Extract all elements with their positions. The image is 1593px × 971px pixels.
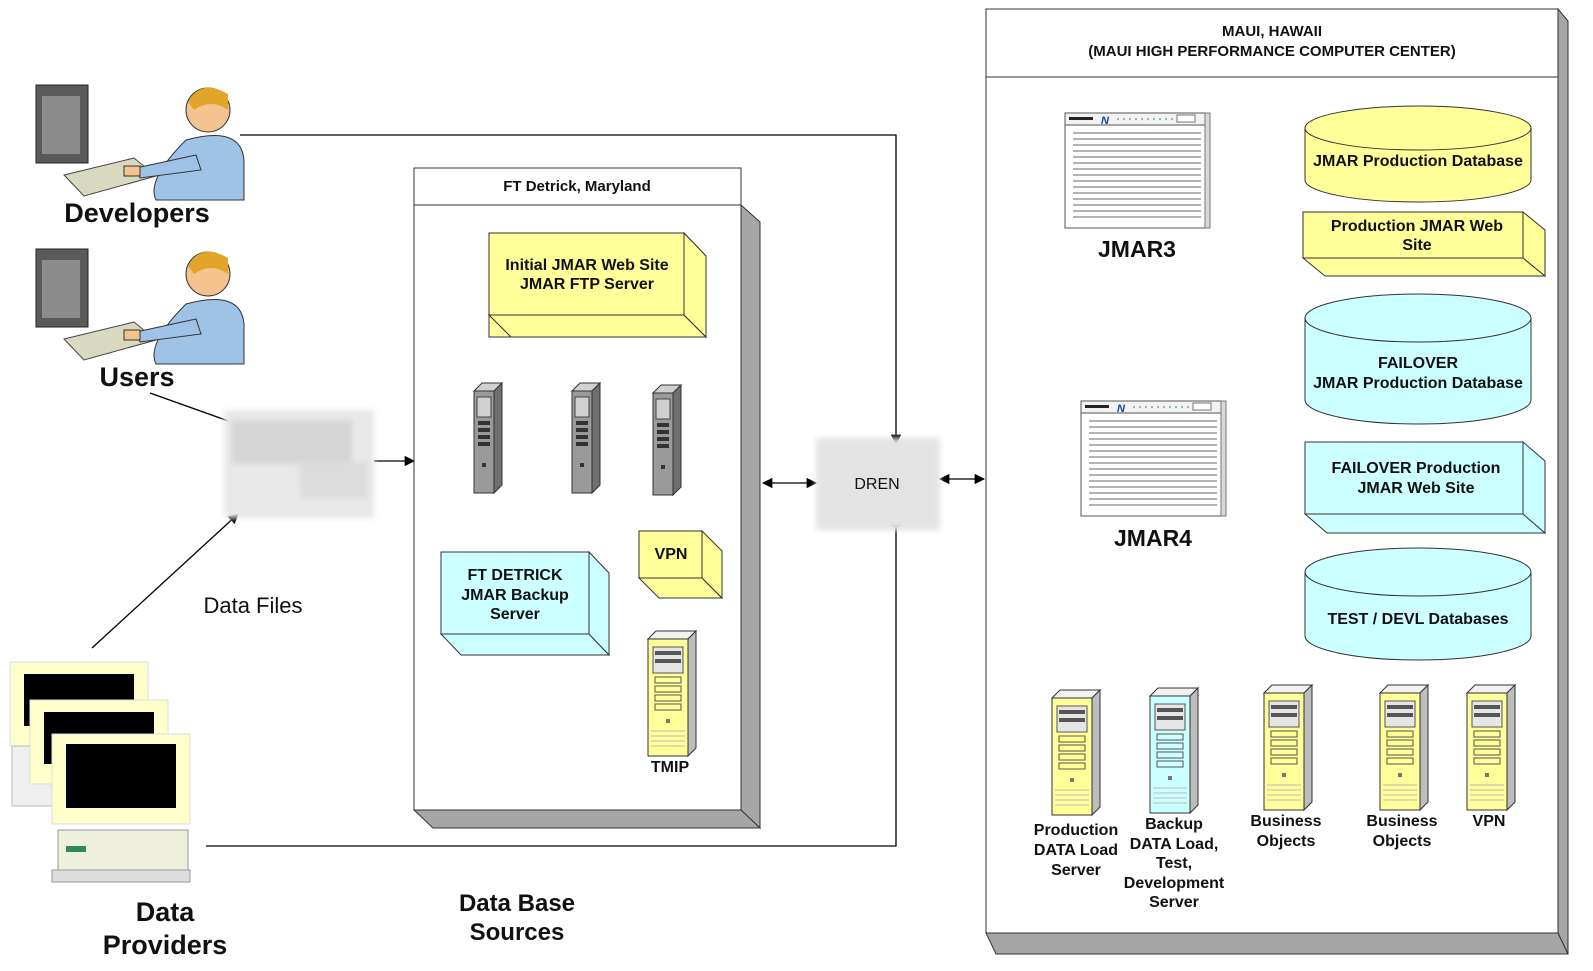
maui-vpn-server-icon	[1466, 684, 1516, 811]
tmip-label: TMIP	[651, 759, 690, 776]
svg-text:Development: Development	[1124, 875, 1225, 892]
ft-detrick-backup-box	[439, 550, 611, 657]
failover-database-label-1: FAILOVER	[1378, 355, 1458, 372]
svg-text:Objects: Objects	[1257, 833, 1316, 850]
svg-text:VPN: VPN	[1473, 813, 1506, 830]
jmar4-rack-icon	[1080, 400, 1227, 517]
data-files-label: Data Files	[203, 593, 302, 618]
tmip-server-icon	[647, 630, 697, 757]
svg-text:Server: Server	[1051, 862, 1101, 879]
svg-text:Backup: Backup	[1145, 816, 1203, 833]
ft-detrick-server-2-icon	[571, 382, 601, 494]
maui-title-1: MAUI, HAWAII	[1222, 23, 1322, 40]
ft-detrick-title: FT Detrick, Maryland	[503, 178, 651, 195]
production-web-site-label-1: Production JMAR Web	[1331, 218, 1503, 235]
failover-web-site-box	[1303, 440, 1547, 535]
svg-text:Objects: Objects	[1373, 833, 1432, 850]
initial-web-site-box	[487, 231, 708, 339]
data-providers-label-2: Providers	[103, 930, 228, 960]
database-sources-label-1: Data Base	[459, 890, 575, 917]
maui-vpn-label: VPN	[1473, 813, 1506, 830]
svg-text:Server: Server	[1149, 894, 1199, 911]
business-objects-server-1-icon	[1263, 684, 1313, 811]
initial-web-site-label-1: Initial JMAR Web Site	[505, 257, 668, 274]
failover-web-site-label-1: FAILOVER Production	[1332, 460, 1501, 477]
production-web-site-label-2: Site	[1402, 237, 1431, 254]
dren-cloud	[816, 438, 940, 530]
production-database-icon	[1304, 105, 1532, 203]
production-database-label: JMAR Production Database	[1313, 153, 1523, 170]
failover-web-site-label-2: JMAR Web Site	[1357, 480, 1474, 497]
business-objects-1-label: Business Objects	[1250, 813, 1321, 850]
test-devl-database-label: TEST / DEVL Databases	[1327, 611, 1508, 628]
failover-database-label-2: JMAR Production Database	[1313, 375, 1523, 392]
jmar3-rack-icon	[1064, 112, 1211, 229]
data-providers-label-1: Data	[136, 897, 196, 927]
users-label: Users	[99, 362, 174, 392]
jmar4-label: JMAR4	[1114, 525, 1192, 551]
dren-label: DREN	[854, 476, 899, 493]
ft-detrick-server-3-icon	[652, 384, 682, 496]
svg-text:Business: Business	[1366, 813, 1437, 830]
production-web-site-box	[1301, 210, 1547, 278]
test-devl-database-icon	[1304, 547, 1532, 661]
svg-text:Production: Production	[1034, 822, 1118, 839]
ft-detrick-backup-label-2: JMAR Backup	[461, 587, 569, 604]
database-sources-label-2: Sources	[470, 919, 565, 946]
ft-detrick-backup-label-1: FT DETRICK	[467, 567, 563, 584]
initial-web-site-label-2: JMAR FTP Server	[520, 276, 654, 293]
business-objects-server-2-icon	[1379, 684, 1429, 811]
ft-detrick-backup-label-3: Server	[490, 606, 540, 623]
developers-icon	[35, 84, 245, 201]
backup-data-load-server-icon	[1149, 687, 1199, 814]
ft-detrick-vpn-box	[637, 529, 724, 600]
users-icon	[35, 248, 245, 365]
maui-title-2: (MAUI HIGH PERFORMANCE COMPUTER CENTER)	[1088, 43, 1456, 60]
failover-database-icon	[1304, 293, 1532, 425]
backup-data-load-server-label: Backup DATA Load, Test, Development Serv…	[1124, 816, 1225, 911]
svg-text:DATA Load,: DATA Load,	[1130, 836, 1219, 853]
svg-text:Business: Business	[1250, 813, 1321, 830]
data-files-image	[224, 410, 374, 518]
business-objects-2-label: Business Objects	[1366, 813, 1437, 850]
production-data-load-server-icon	[1051, 689, 1101, 816]
production-data-load-server-label: Production DATA Load Server	[1034, 822, 1118, 879]
ft-detrick-server-1-icon	[473, 382, 503, 494]
developers-label: Developers	[64, 198, 210, 228]
svg-text:DATA Load: DATA Load	[1034, 842, 1118, 859]
jmar3-label: JMAR3	[1098, 236, 1176, 262]
ft-detrick-vpn-label: VPN	[655, 546, 688, 563]
data-providers-icon	[9, 661, 191, 883]
svg-text:Test,: Test,	[1156, 855, 1192, 872]
